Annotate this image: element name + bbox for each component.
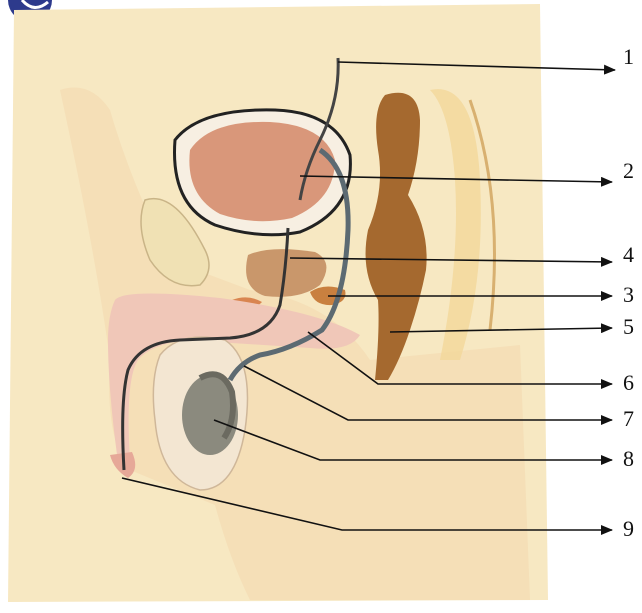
label-6: 6	[623, 372, 634, 394]
label-7: 7	[623, 408, 634, 430]
label-9: 9	[623, 518, 634, 540]
label-8: 8	[623, 448, 634, 470]
label-3: 3	[623, 284, 634, 306]
label-5: 5	[623, 316, 634, 338]
label-2: 2	[623, 160, 634, 182]
label-4: 4	[623, 244, 634, 266]
label-1: 1	[623, 46, 634, 68]
